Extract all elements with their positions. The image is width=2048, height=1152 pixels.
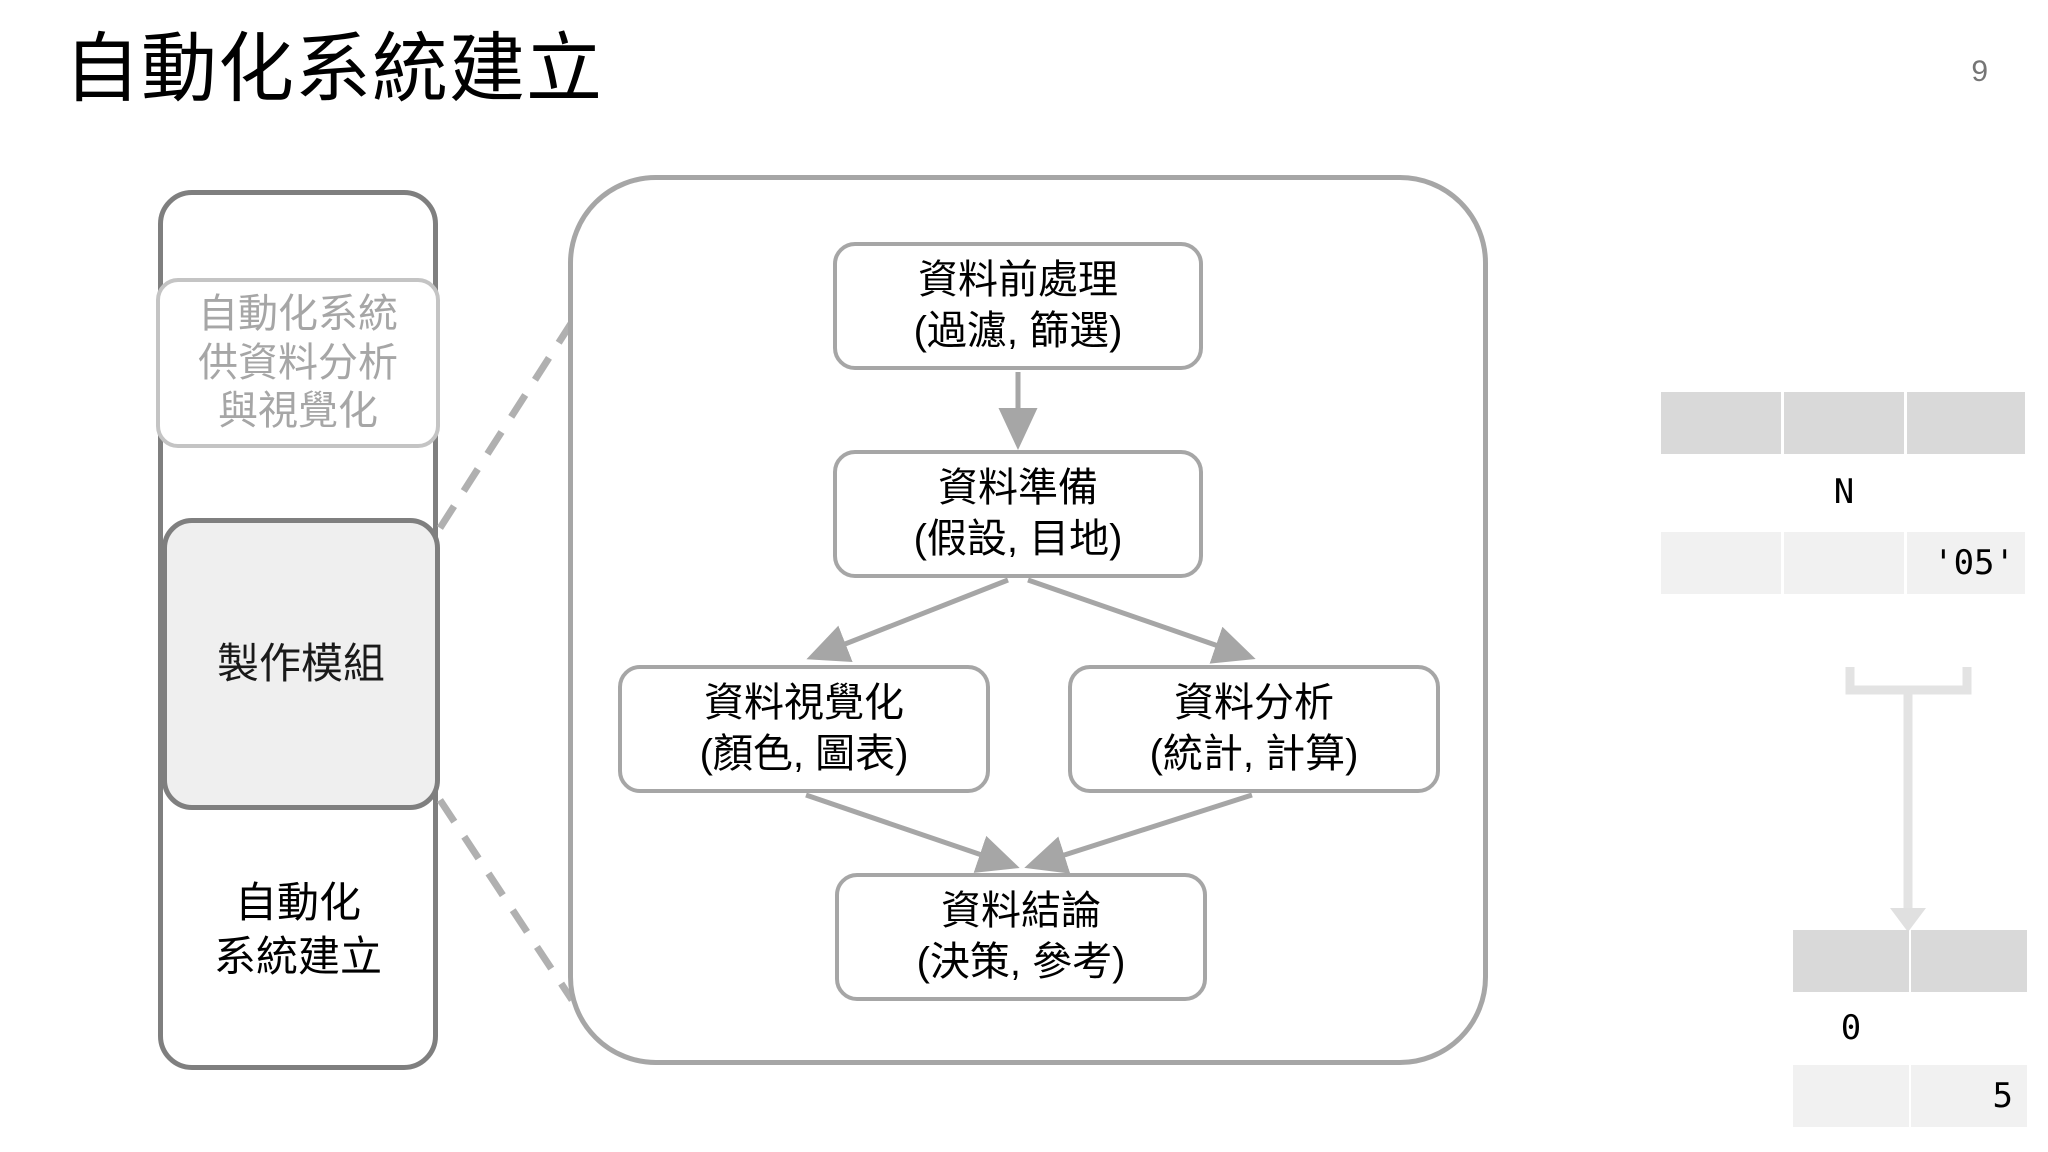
page-title: 自動化系統建立 bbox=[64, 27, 603, 112]
flow-node-conclusion-title: 資料結論 bbox=[941, 888, 1101, 933]
table-top-header-cell-2[interactable] bbox=[1907, 392, 2025, 454]
flow-node-preprocess-title: 資料前處理 bbox=[918, 257, 1118, 302]
flow-node-analysis-subtitle: (統計, 計算) bbox=[1149, 732, 1359, 776]
table-bottom-body-cell-0[interactable] bbox=[1793, 1065, 1909, 1127]
table-bottom-body-cell-1[interactable]: 5 bbox=[1911, 1065, 2027, 1127]
sidebar-item-build-module[interactable]: 製作模組 bbox=[162, 518, 440, 810]
connector-line-bottom bbox=[437, 798, 575, 1002]
merge-connector-bracket bbox=[1845, 667, 1972, 695]
flow-node-conclusion-subtitle: (決策, 參考) bbox=[916, 940, 1126, 984]
flow-node-visualization-title: 資料視覺化 bbox=[704, 680, 904, 725]
table-top-body-cell-1[interactable] bbox=[1784, 532, 1904, 594]
table-bottom-header-cell-0[interactable] bbox=[1793, 930, 1909, 992]
table-top-header-cell-1[interactable] bbox=[1784, 392, 1904, 454]
table-top-body-cell-2[interactable]: '05' bbox=[1907, 532, 2025, 594]
table-top-header-cell-0[interactable] bbox=[1661, 392, 1781, 454]
sidebar-item-automation-system[interactable]: 自動化 系統建立 bbox=[213, 879, 382, 980]
flow-node-analysis[interactable]: 資料分析 (統計, 計算) bbox=[1068, 665, 1440, 793]
table-bottom-caption: 0 bbox=[1840, 1008, 1862, 1048]
flow-node-prepare-title: 資料準備 bbox=[938, 465, 1098, 510]
merge-connector-arrowhead bbox=[1890, 908, 1926, 932]
flow-node-visualization[interactable]: 資料視覺化 (顏色, 圖表) bbox=[618, 665, 990, 793]
table-top-caption: N bbox=[1833, 472, 1855, 512]
sidebar-item-data-analysis[interactable]: 自動化系統 供資料分析 與視覺化 bbox=[156, 278, 440, 448]
table-bottom-header-cell-1[interactable] bbox=[1911, 930, 2027, 992]
flow-node-visualization-subtitle: (顏色, 圖表) bbox=[699, 732, 909, 776]
page-number: 9 bbox=[1971, 55, 1988, 88]
connector-line-top bbox=[437, 320, 575, 530]
flow-node-preprocess-subtitle: (過濾, 篩選) bbox=[913, 309, 1123, 353]
flow-node-prepare[interactable]: 資料準備 (假設, 目地) bbox=[833, 450, 1203, 578]
flow-node-conclusion[interactable]: 資料結論 (決策, 參考) bbox=[835, 873, 1207, 1001]
flow-node-preprocess[interactable]: 資料前處理 (過濾, 篩選) bbox=[833, 242, 1203, 370]
flow-node-prepare-subtitle: (假設, 目地) bbox=[913, 517, 1123, 561]
flow-node-analysis-title: 資料分析 bbox=[1174, 680, 1334, 725]
table-top-body-cell-0[interactable] bbox=[1661, 532, 1781, 594]
